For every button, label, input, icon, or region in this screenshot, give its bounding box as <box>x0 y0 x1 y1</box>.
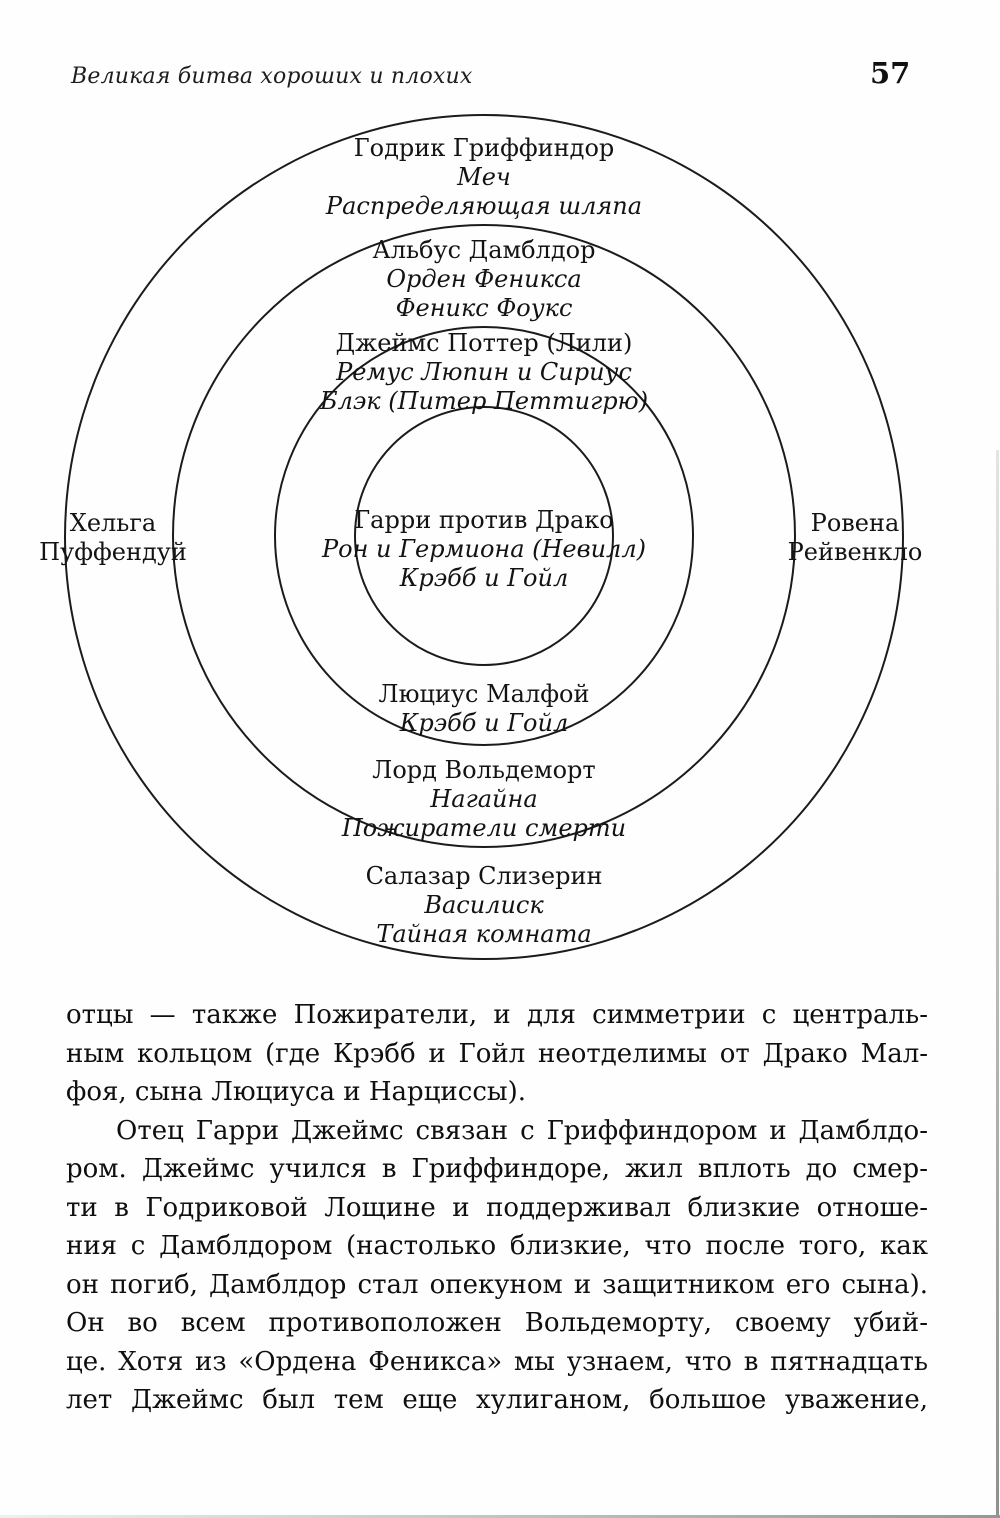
text-line: ным кольцом (где Крэбб и Гойл неотделимы… <box>66 1038 928 1069</box>
diagram-text-line: Гарри против Драко <box>354 506 614 534</box>
text-line: ром. Джеймс учился в Гриффиндоре, жил вп… <box>66 1154 928 1184</box>
diagram-text-line: Альбус Дамблдор <box>372 236 596 264</box>
text-line: це. Хотя из «Ордена Феникса» мы узнаем, … <box>66 1346 928 1377</box>
diagram-text-line: Блэк (Питер Петтигрю) <box>319 387 649 415</box>
text-line: Отец Гарри Джеймс связан с Гриффиндором … <box>116 1115 928 1146</box>
diagram-text-line: Пуффендуй <box>39 538 187 566</box>
text-line: фоя, сына Люциуса и Нарциссы). <box>66 1077 526 1107</box>
diagram-text-line: Люциус Малфой <box>378 680 590 708</box>
running-head: Великая битва хороших и плохих <box>71 64 473 89</box>
circle-second <box>172 224 796 848</box>
body-text: отцы — также Пожиратели, и для симметрии… <box>66 996 928 1420</box>
paragraph: отцы — также Пожиратели, и для симметрии… <box>66 996 928 1112</box>
diagram-text-line: Хельга <box>69 509 157 537</box>
circle-third <box>274 326 694 746</box>
text-line: ния с Дамблдором (настолько близкие, что… <box>66 1231 928 1261</box>
diagram-text-line: Лорд Вольдеморт <box>372 756 596 784</box>
diagram-text-line: Василиск <box>424 891 544 919</box>
diagram-text-line: Ровена <box>810 509 900 537</box>
diagram-text-line: Рейвенкло <box>787 538 923 566</box>
text-line: отцы — также Пожиратели, и для симметрии… <box>66 1000 928 1030</box>
page-number: 57 <box>870 56 911 90</box>
diagram-text-line: Крэбб и Гойл <box>399 709 569 737</box>
diagram-text-line: Годрик Гриффиндор <box>353 134 615 162</box>
diagram-text-line: Крэбб и Гойл <box>399 564 569 592</box>
circle-inner <box>354 406 614 666</box>
diagram-text-line: Распределяющая шляпа <box>325 192 643 220</box>
text-line: Он во всем противоположен Вольдеморту, с… <box>66 1308 928 1338</box>
paragraph: Отец Гарри Джеймс связан с Гриффиндором … <box>66 1112 928 1420</box>
diagram-text-line: Джеймс Поттер (Лили) <box>335 329 633 357</box>
circle-outer <box>64 114 904 960</box>
diagram-text-line: Пожиратели смерти <box>341 814 627 842</box>
diagram-text-line: Салазар Слизерин <box>365 862 603 890</box>
diagram-text-line: Меч <box>457 163 511 191</box>
text-line: лет Джеймс был тем еще хулиганом, большо… <box>66 1385 928 1415</box>
diagram-text-line: Ремус Люпин и Сириус <box>336 358 632 386</box>
label-james-potter: Джеймс Поттер (Лили)Ремус Люпин и Сириус… <box>320 329 648 416</box>
diagram-text-line: Рон и Гермиона (Невилл) <box>322 535 646 563</box>
diagram-text-line: Тайная комната <box>376 920 592 948</box>
diagram-text-line: Феникс Фоукс <box>395 294 573 322</box>
text-line: он погиб, Дамблдор стал опекуном и защит… <box>66 1269 928 1300</box>
diagram-text-line: Орден Феникса <box>386 265 582 293</box>
diagram-text-line: Нагайна <box>430 785 538 813</box>
text-line: ти в Годриковой Лощине и поддерживал бли… <box>66 1192 928 1223</box>
